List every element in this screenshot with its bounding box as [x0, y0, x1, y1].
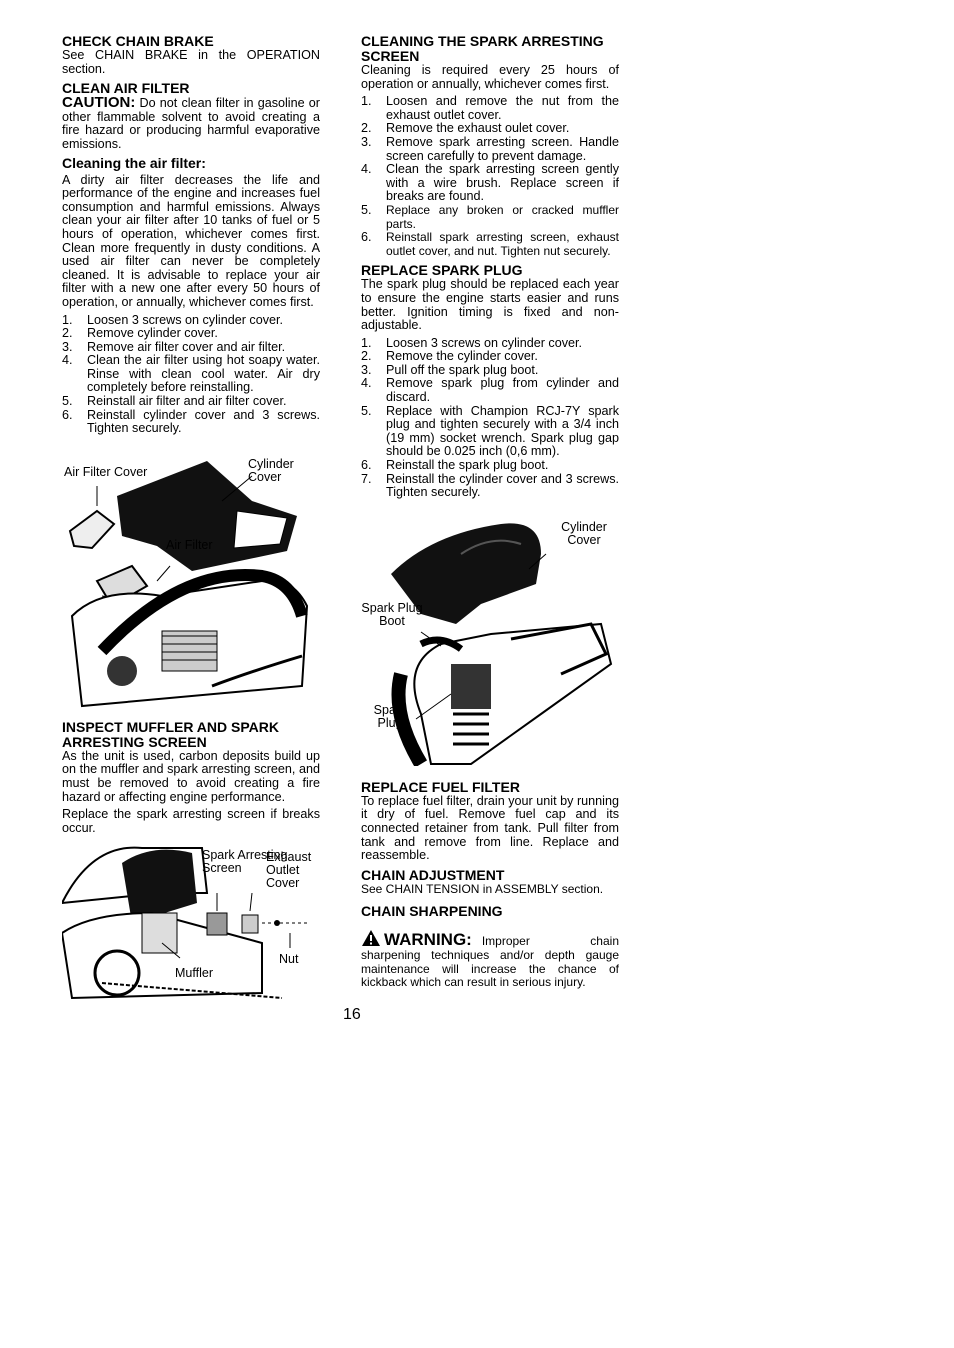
heading-inspect-muffler: INSPECT MUFFLER AND SPARK ARRESTING SCRE… [62, 718, 279, 750]
spark-screen-steps: 1.Loosen and remove the nut from the exh… [361, 94, 619, 258]
warning-triangle-icon [361, 929, 381, 947]
warning-paragraph: WARNING:Improper chain sharpening techni… [361, 927, 619, 989]
section-replace-fuel-filter: REPLACE FUEL FILTER To replace fuel filt… [361, 778, 619, 863]
caution-label: CAUTION: [62, 94, 136, 112]
list-item: 6.Reinstall cylinder cover and 3 screws.… [62, 407, 320, 436]
fuel-filter-text: To replace fuel filter, drain your unit … [361, 793, 619, 863]
label-air-filter: Air Filter [166, 537, 213, 552]
text-check-chain-brake: See CHAIN BRAKE in the OPERATION section… [62, 48, 320, 76]
section-clean-air-filter: CLEAN AIR FILTER CAUTION: Do not clean f… [62, 81, 320, 436]
list-item: 5.Reinstall air filter and air filter co… [62, 394, 287, 409]
left-column: CHECK CHAIN BRAKE See CHAIN BRAKE in the… [62, 34, 320, 1016]
heading-chain-sharpening: CHAIN SHARPENING [361, 903, 503, 920]
list-item: 6.Reinstall spark arresting screen, exha… [361, 230, 619, 258]
spark-plug-illustration [391, 523, 613, 766]
heading-replace-spark-plug: REPLACE SPARK PLUG [361, 262, 523, 279]
section-check-chain-brake: CHECK CHAIN BRAKE See CHAIN BRAKE in the… [62, 34, 320, 76]
chain-adjustment-text: See CHAIN TENSION in ASSEMBLY section. [361, 881, 604, 896]
list-item: 1.Loosen 3 screws on cylinder cover. [62, 312, 284, 327]
section-cleaning-spark-screen: CLEANING THE SPARK ARRESTING SCREEN Clea… [361, 34, 619, 258]
caution-text: Do not clean filter in gasoline or other… [62, 96, 320, 151]
muffler-paragraph-1: As the unit is used, carbon deposits bui… [62, 748, 320, 804]
section-chain-sharpening: CHAIN SHARPENING WARNING:Improper chain … [361, 904, 619, 989]
list-item: 3.Remove spark arresting screen. Handle … [361, 134, 619, 163]
figure-air-filter: Air Filter Cover Cylinder Cover Air Filt… [62, 456, 320, 708]
muffler-paragraph-2: Replace the spark arresting screen if br… [62, 807, 320, 835]
list-item: 2.Remove cylinder cover. [62, 326, 218, 341]
subheading-cleaning-air-filter: Cleaning the air filter: [62, 154, 206, 171]
list-item: 4.Remove spark plug from cylinder and di… [361, 376, 619, 405]
label-nut: Nut [279, 952, 299, 967]
label-spark-arresting-screen: Spark Arresting Screen [202, 848, 288, 876]
list-item: 2.Remove the cylinder cover. [361, 349, 538, 364]
air-filter-steps: 1.Loosen 3 screws on cylinder cover. 2.R… [62, 312, 320, 436]
spark-plug-steps: 1.Loosen 3 screws on cylinder cover. 2.R… [361, 335, 619, 500]
label-spark-plug: Spark Plug [373, 702, 407, 730]
caution-paragraph: CAUTION: Do not clean filter in gasoline… [62, 94, 320, 151]
list-item: 5.Replace any broken or cracked muffler … [361, 202, 619, 231]
section-inspect-muffler: INSPECT MUFFLER AND SPARK ARRESTING SCRE… [62, 718, 320, 836]
list-item: 2.Remove the exhaust oulet cover. [361, 121, 570, 136]
section-chain-adjustment: CHAIN ADJUSTMENT See CHAIN TENSION in AS… [361, 866, 619, 897]
chainsaw-air-filter-illustration [68, 460, 309, 707]
muffler-illustration [62, 847, 307, 1000]
list-item: 6.Reinstall the spark plug boot. [361, 458, 549, 473]
section-replace-spark-plug: REPLACE SPARK PLUG The spark plug should… [361, 263, 619, 500]
heading-replace-fuel-filter: REPLACE FUEL FILTER [361, 778, 520, 795]
air-filter-intro: A dirty air filter decreases the life an… [62, 172, 320, 309]
list-item: 1.Loosen and remove the nut from the exh… [361, 94, 619, 122]
heading-clean-air-filter: CLEAN AIR FILTER [62, 80, 190, 97]
label-spark-plug-boot: Spark Plug Boot [361, 600, 423, 628]
label-exhaust-outlet-cover: Exhaust Outlet Cover [266, 850, 312, 891]
label-cylinder-cover: Cylinder Cover [248, 456, 294, 484]
list-item: 3.Pull off the spark plug boot. [361, 362, 539, 377]
warning-label: WARNING: [384, 930, 472, 950]
list-item: 1.Loosen 3 screws on cylinder cover. [361, 335, 583, 350]
spark-screen-intro: Cleaning is required every 25 hours of o… [361, 63, 619, 91]
spark-plug-intro: The spark plug should be replaced each y… [361, 277, 619, 333]
list-item: 5.Replace with Champion RCJ-7Y spark plu… [361, 403, 619, 459]
page-number: 16 [343, 1006, 361, 1023]
right-column: CLEANING THE SPARK ARRESTING SCREEN Clea… [361, 34, 619, 995]
list-item: 3.Remove air filter cover and air filter… [62, 339, 286, 354]
heading-chain-adjustment: CHAIN ADJUSTMENT [361, 866, 505, 883]
list-item: 4.Clean the air filter using hot soapy w… [62, 353, 320, 395]
heading-check-chain-brake: CHECK CHAIN BRAKE [62, 33, 214, 49]
label-air-filter-cover: Air Filter Cover [64, 464, 148, 479]
list-item: 7.Reinstall the cylinder cover and 3 scr… [361, 471, 619, 500]
figure-spark-plug: Cylinder Cover Spark Plug Boot Spark Plu… [361, 514, 619, 766]
label-muffler: Muffler [175, 966, 213, 981]
heading-cleaning-spark-screen: CLEANING THE SPARK ARRESTING SCREEN [361, 33, 604, 64]
label-cylinder-cover: Cylinder Cover [561, 519, 607, 547]
figure-muffler: Spark Arresting Screen Exhaust Outlet Co… [62, 843, 320, 1008]
list-item: 4.Clean the spark arresting screen gentl… [361, 162, 619, 204]
warning-text: Improper chain sharpening techniques and… [361, 934, 619, 990]
